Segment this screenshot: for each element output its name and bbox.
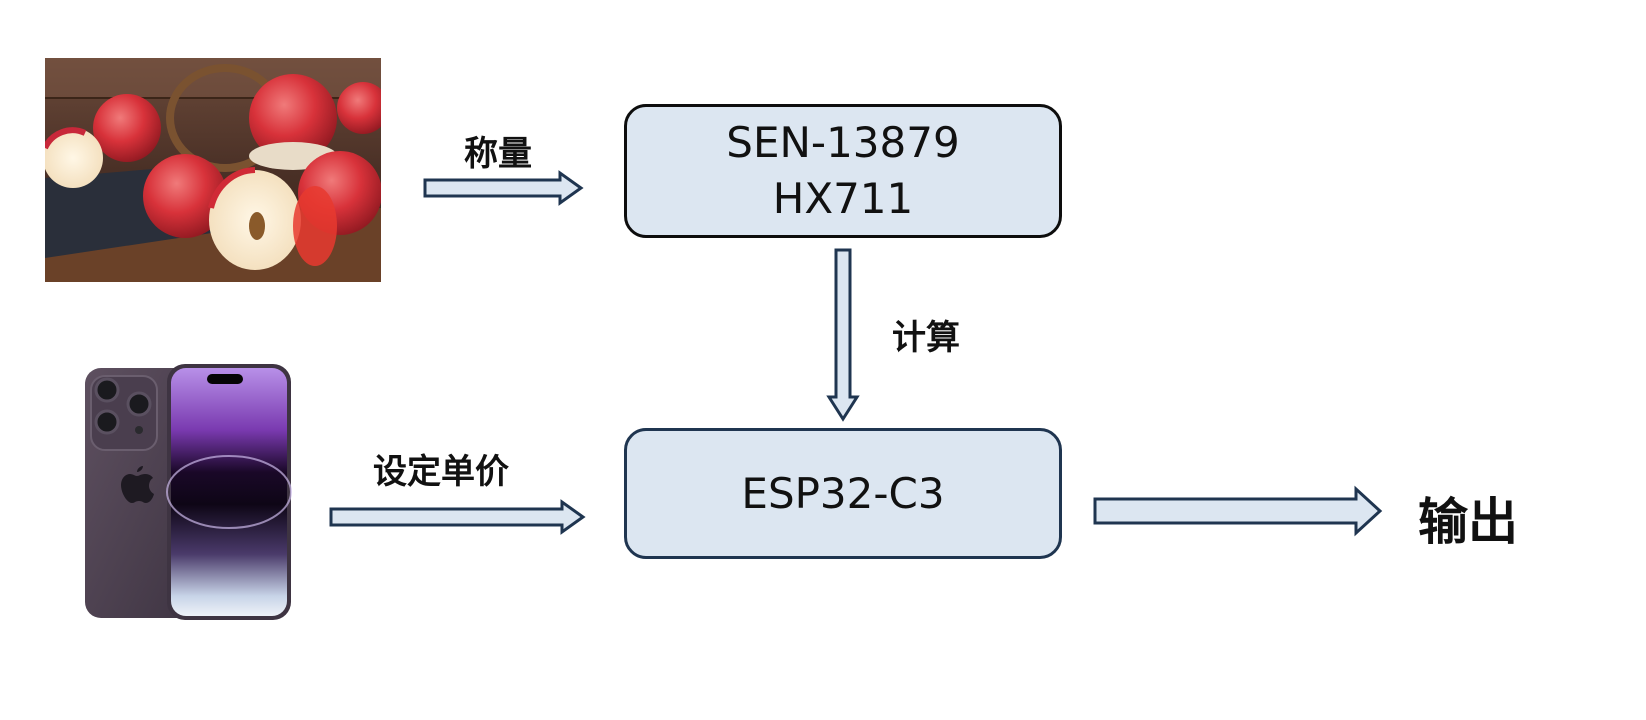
arrow-compute: [826, 248, 860, 422]
phone-image: [85, 364, 293, 620]
label-output: 输出: [1418, 493, 1518, 551]
sensor-box: SEN-13879 HX711: [624, 104, 1062, 238]
arrow-weigh: [423, 170, 584, 206]
label-compute: 计算: [892, 318, 960, 358]
arrow-output: [1093, 485, 1383, 537]
sensor-box-line1: SEN-13879: [726, 118, 960, 167]
sensor-box-line2: HX711: [772, 174, 914, 223]
label-weigh: 称量: [464, 134, 532, 174]
mcu-box-line1: ESP32-C3: [741, 468, 945, 518]
arrow-set-price: [329, 499, 586, 535]
mcu-box: ESP32-C3: [624, 428, 1062, 559]
label-set-price: 设定单价: [373, 452, 509, 492]
apples-image: [42, 58, 389, 282]
